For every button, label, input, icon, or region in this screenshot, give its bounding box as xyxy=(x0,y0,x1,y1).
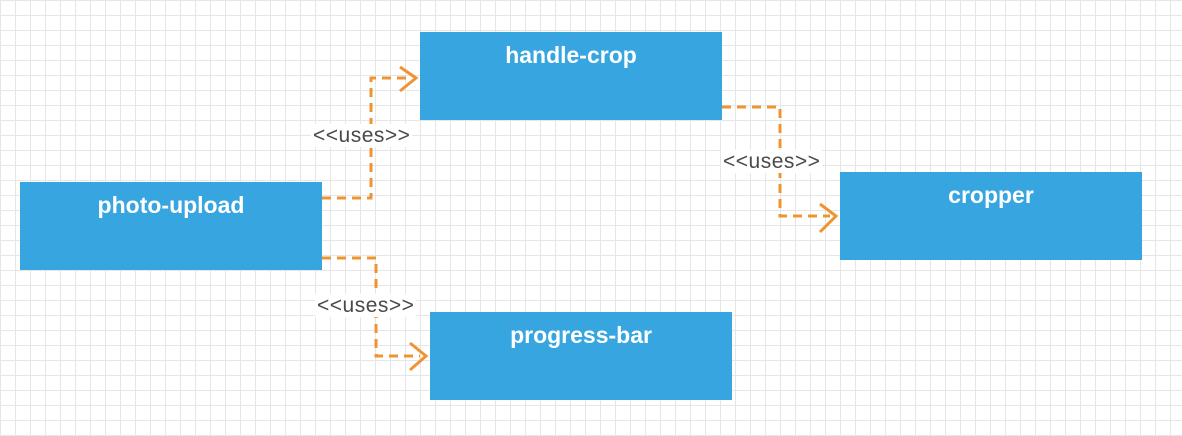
edge-label-photo-upload-handle-crop: <<uses>> xyxy=(311,124,413,148)
node-photo-upload[interactable]: photo-upload xyxy=(20,182,322,270)
node-cropper-label: cropper xyxy=(948,182,1034,208)
arrowhead-progress-bar xyxy=(409,341,429,372)
node-photo-upload-label: photo-upload xyxy=(97,192,245,218)
node-handle-crop-label: handle-crop xyxy=(505,42,637,68)
edge-label-handle-crop-cropper: <<uses>> xyxy=(721,150,823,174)
edge-photo-upload-to-progress-bar[interactable] xyxy=(322,256,420,358)
arrowhead-cropper xyxy=(818,202,839,234)
node-progress-bar-label: progress-bar xyxy=(510,322,652,348)
edge-label-photo-upload-progress-bar: <<uses>> xyxy=(315,294,417,318)
arrowhead-handle-crop xyxy=(399,65,419,93)
node-cropper[interactable]: cropper xyxy=(840,172,1142,260)
node-handle-crop[interactable]: handle-crop xyxy=(420,32,722,120)
node-progress-bar[interactable]: progress-bar xyxy=(430,312,732,400)
